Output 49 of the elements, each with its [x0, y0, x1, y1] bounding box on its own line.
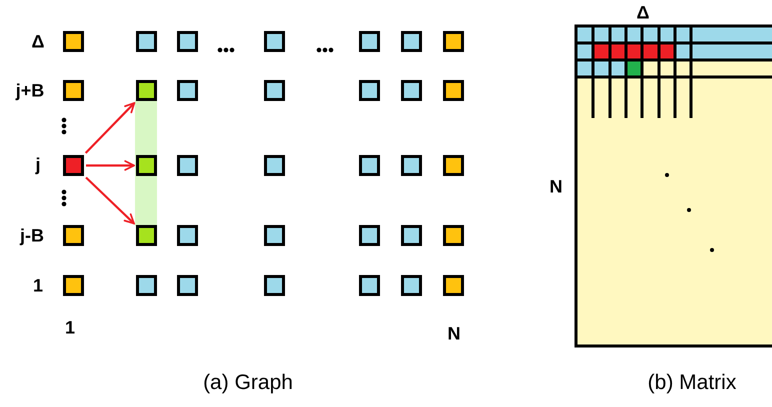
node-square [136, 31, 157, 52]
node-square [63, 225, 84, 246]
node-square [401, 31, 422, 52]
node-square [177, 275, 198, 296]
matrix-axis-label: N [550, 176, 562, 198]
node-square [264, 31, 285, 52]
node-square [401, 225, 422, 246]
node-square [136, 225, 157, 246]
node-square [177, 31, 198, 52]
node-square [136, 80, 157, 101]
node-square [443, 225, 464, 246]
node-square [63, 275, 84, 296]
arrow [84, 102, 136, 154]
node-square [264, 80, 285, 101]
node-square [177, 225, 198, 246]
node-square [63, 80, 84, 101]
node-square [136, 275, 157, 296]
caption: (b) Matrix [648, 371, 736, 395]
node-square [359, 225, 380, 246]
node-square [264, 155, 285, 176]
node-square [63, 31, 84, 52]
arrow [85, 176, 135, 224]
node-square [401, 80, 422, 101]
node-square [177, 80, 198, 101]
node-square [401, 155, 422, 176]
node-square [443, 80, 464, 101]
row-label: 1 [33, 276, 43, 296]
row-label: j+B [16, 80, 44, 102]
node-square [443, 31, 464, 52]
row-label: j [36, 154, 40, 176]
node-square [443, 155, 464, 176]
node-square [443, 275, 464, 296]
node-square [401, 275, 422, 296]
column-label: N [448, 324, 460, 344]
row-label: j-B [20, 226, 44, 246]
caption: (a) Graph [203, 371, 293, 395]
column-label: 1 [65, 318, 75, 338]
node-square [359, 80, 380, 101]
node-square [264, 275, 285, 296]
node-square [136, 155, 157, 176]
node-square [264, 225, 285, 246]
node-square [177, 155, 198, 176]
row-label: Δ [32, 32, 44, 52]
arrow [86, 160, 135, 171]
node-square [359, 155, 380, 176]
node-square [359, 31, 380, 52]
node-square [359, 275, 380, 296]
matrix-axis-label: Δ [636, 2, 650, 24]
node-square [63, 155, 84, 176]
